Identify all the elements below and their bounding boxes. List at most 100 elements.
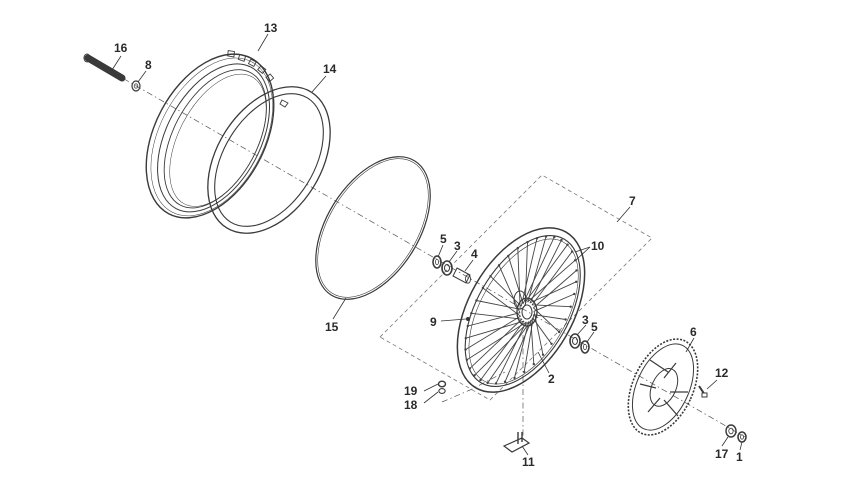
wheel-spoke	[469, 318, 523, 369]
wheel-spoke	[466, 321, 527, 361]
spoke-nipple	[465, 358, 469, 361]
callout-19: 19	[404, 384, 418, 398]
inner-tube	[207, 86, 331, 234]
wheel-spoke	[529, 281, 577, 304]
spoke-nipple	[573, 259, 577, 262]
wheel-spoke	[465, 315, 521, 350]
callout-5-right: 5	[591, 320, 598, 334]
wheel-spoke	[520, 238, 538, 307]
bearing-left	[441, 260, 453, 276]
callout-15: 15	[325, 320, 339, 334]
spoke-nipple	[544, 235, 548, 238]
spoke-nipple	[550, 342, 553, 345]
spoke-nipple	[532, 362, 535, 366]
spoke-nipple	[507, 254, 510, 258]
wheel-spoke	[517, 248, 521, 310]
wheel-spoke	[533, 270, 577, 309]
wheel-spoke	[527, 236, 547, 303]
seal-left	[432, 255, 442, 269]
callout-12: 12	[715, 366, 729, 380]
rim-lock-nut	[437, 380, 447, 388]
spoke-nipple	[535, 237, 539, 240]
wheel-spoke	[524, 244, 568, 303]
spoke-nipple	[560, 238, 563, 242]
wheel-spoke	[531, 304, 571, 308]
callout-11: 11	[522, 455, 535, 469]
callout-labels: 16 8 13 14 15 5 3 4 7 10 9 2 3 5 6 12 11…	[114, 21, 743, 469]
wheel-spoke	[487, 319, 532, 384]
wheel-spoke	[504, 317, 534, 382]
spoke-nipple	[464, 348, 467, 351]
spoke-nipple	[494, 382, 498, 385]
wheel-spoke	[465, 320, 525, 339]
rim-lock-washer	[438, 388, 446, 394]
spoke-nipple	[575, 269, 578, 272]
spacer-tube	[452, 267, 471, 284]
spoke-nipple	[470, 312, 473, 315]
sprocket-bolt	[698, 385, 708, 398]
rim-lock	[502, 432, 531, 453]
spoke-nipple	[489, 275, 492, 278]
wheel-spoke	[482, 287, 521, 317]
tube-valve	[279, 99, 289, 108]
spoke-nipple	[523, 370, 526, 374]
wheel-spoke	[480, 320, 525, 381]
tyre	[145, 50, 275, 219]
callout-9: 9	[430, 315, 437, 329]
spoke-nipple	[564, 318, 567, 321]
spoke-nipple	[464, 337, 467, 340]
wheel-spokes	[464, 235, 578, 385]
wheel-spoke	[524, 242, 528, 303]
callout-8: 8	[145, 58, 152, 72]
spoke-nipple	[573, 292, 576, 296]
leader-lines	[111, 33, 743, 456]
spoke-nipple	[513, 376, 516, 380]
wheel-spoke	[514, 321, 530, 379]
callout-3-right: 3	[582, 313, 589, 327]
callout-17: 17	[715, 447, 729, 461]
bearing-right	[569, 333, 581, 349]
callout-2: 2	[548, 372, 555, 386]
rim-lock-dot	[466, 317, 470, 321]
wheel-spoke	[498, 265, 521, 314]
wheel-spoke	[529, 239, 562, 304]
wheel-assembly-boundary	[379, 174, 653, 401]
callout-5-left: 5	[440, 232, 447, 246]
wheel-spoke	[495, 321, 527, 384]
spoke-nipple	[516, 246, 519, 250]
callout-16: 16	[114, 41, 128, 55]
wheel-spoke	[533, 314, 566, 320]
wheel-spoke	[490, 275, 522, 307]
spoke-nipple	[569, 305, 572, 308]
callout-7: 7	[629, 194, 636, 208]
wheel-spoke	[533, 310, 544, 355]
spoke-nipple	[497, 264, 501, 267]
spoke-nipple	[541, 353, 545, 356]
spoke-nipple	[466, 324, 469, 328]
callout-3-left: 3	[454, 239, 461, 253]
spoke-nipple	[475, 299, 478, 302]
wheel-spoke	[471, 312, 523, 320]
callout-18: 18	[404, 398, 418, 412]
spoke-nipple	[486, 381, 489, 385]
spoke-nipple	[481, 286, 485, 290]
spoke-nipple	[553, 235, 556, 239]
spoke-nipple	[468, 367, 472, 370]
wheel-hub	[513, 290, 538, 327]
wheel-spoke	[476, 300, 521, 310]
wheel-spoke	[467, 312, 521, 327]
wheel-spoke	[522, 236, 555, 305]
wheel-rim	[456, 227, 586, 393]
rim-band	[315, 156, 431, 300]
spoke-nipple	[557, 330, 561, 334]
spoke-nipple	[526, 240, 529, 244]
nut-centerline	[441, 371, 506, 403]
spoke-nipple	[479, 378, 482, 382]
axle-centerline	[111, 71, 746, 438]
seal-right	[580, 340, 590, 354]
wheel-spoke	[531, 251, 573, 306]
spoke-nipple	[566, 243, 569, 246]
axle	[83, 53, 126, 82]
